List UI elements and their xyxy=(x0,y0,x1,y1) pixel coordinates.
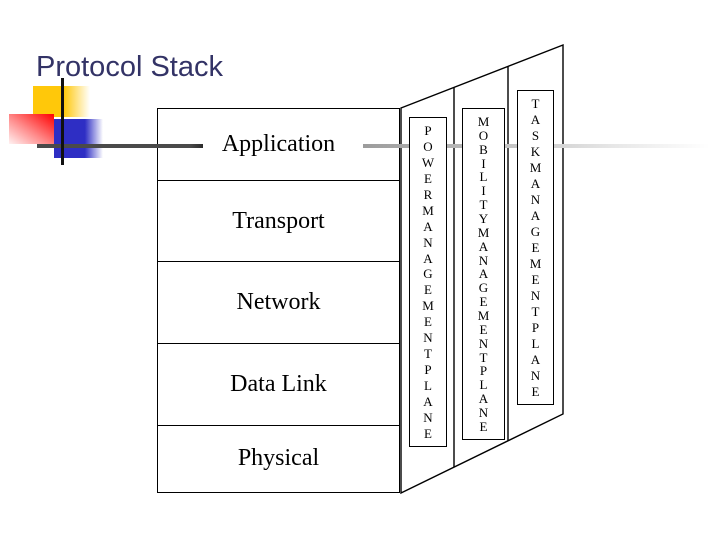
layer-physical-label: Physical xyxy=(237,445,320,471)
plane-letter: E xyxy=(424,425,432,441)
plane-letter: G xyxy=(530,224,541,239)
plane-letter: A xyxy=(423,393,433,409)
plane-letter: A xyxy=(530,208,541,223)
plane-letter: L xyxy=(479,377,488,393)
plane-letter: R xyxy=(423,186,433,202)
plane-letter: M xyxy=(529,256,542,271)
plane-letter: A xyxy=(478,238,489,254)
plane-letter: A xyxy=(478,391,489,407)
plane-letter: E xyxy=(424,314,432,330)
plane-letter: T xyxy=(424,346,432,362)
layer-application: Application xyxy=(158,109,399,180)
plane-letter: A xyxy=(530,352,541,367)
plane-letter: T xyxy=(531,96,540,111)
plane-letter: T xyxy=(479,197,488,213)
plane-letter: N xyxy=(423,234,433,250)
plane-letter: N xyxy=(530,368,541,383)
plane-letter: N xyxy=(478,405,489,421)
plane-letter: M xyxy=(422,298,434,314)
layer-network-label: Network xyxy=(236,289,321,315)
plane-letter: M xyxy=(529,160,542,175)
slide-title: Protocol Stack xyxy=(36,51,223,83)
plane-letter: P xyxy=(424,123,432,138)
plane-letter: T xyxy=(531,304,540,319)
plane-letter: M xyxy=(422,202,434,218)
plane-letter: N xyxy=(478,252,489,268)
plane-letter: N xyxy=(423,330,433,346)
plane-letter: E xyxy=(479,294,488,310)
protocol-stack-box: Application Transport Network Data Link … xyxy=(157,108,400,493)
decor-accent-line-dark xyxy=(37,144,203,148)
decor-red-square xyxy=(9,114,54,144)
plane-letter: A xyxy=(530,112,541,127)
plane-letter: E xyxy=(479,418,488,434)
plane-letter: S xyxy=(531,128,540,143)
plane-letter: K xyxy=(530,144,541,159)
plane-letter: E xyxy=(531,240,540,255)
layer-transport-label: Transport xyxy=(232,207,325,234)
plane-letter: M xyxy=(477,224,490,240)
plane-letter: A xyxy=(423,250,433,266)
plane-letter: P xyxy=(479,363,488,379)
plane-letter: P xyxy=(424,362,432,378)
plane-letter: N xyxy=(423,409,433,425)
plane-letter: W xyxy=(421,154,435,170)
decor-vertical-line xyxy=(61,78,64,165)
plane-letter: N xyxy=(530,288,541,303)
plane-letter: M xyxy=(477,114,490,129)
plane-letter: L xyxy=(424,378,432,393)
plane-letter: I xyxy=(481,183,486,199)
plane-letter: O xyxy=(478,127,489,143)
plane-letter: L xyxy=(531,336,540,351)
plane-letter: P xyxy=(531,320,540,335)
plane-letter: B xyxy=(479,141,488,157)
plane-letter: L xyxy=(479,169,488,185)
layer-data-link: Data Link xyxy=(158,343,399,425)
layer-physical: Physical xyxy=(158,425,399,491)
layer-data-link-label: Data Link xyxy=(230,371,327,397)
plane-letter: E xyxy=(531,384,540,399)
plane-letter: E xyxy=(531,272,540,287)
plane-letter: I xyxy=(481,155,486,171)
plane-letter: G xyxy=(478,280,489,296)
plane-letter: N xyxy=(530,192,541,207)
plane-letter: A xyxy=(530,176,541,191)
plane-letter: A xyxy=(423,218,433,234)
plane-letter: E xyxy=(424,282,432,298)
plane-letter: N xyxy=(478,335,489,351)
plane-letter: Y xyxy=(478,211,489,227)
plane-letter: G xyxy=(423,266,433,282)
plane-letter: E xyxy=(424,170,432,186)
plane-letter: T xyxy=(479,349,488,365)
plane-letter: O xyxy=(423,138,433,154)
plane-letter: E xyxy=(479,321,488,337)
layer-application-label: Application xyxy=(221,131,336,157)
layer-network: Network xyxy=(158,261,399,343)
layer-transport: Transport xyxy=(158,180,399,261)
plane-letter: M xyxy=(477,308,490,324)
plane-letter: A xyxy=(478,266,489,282)
